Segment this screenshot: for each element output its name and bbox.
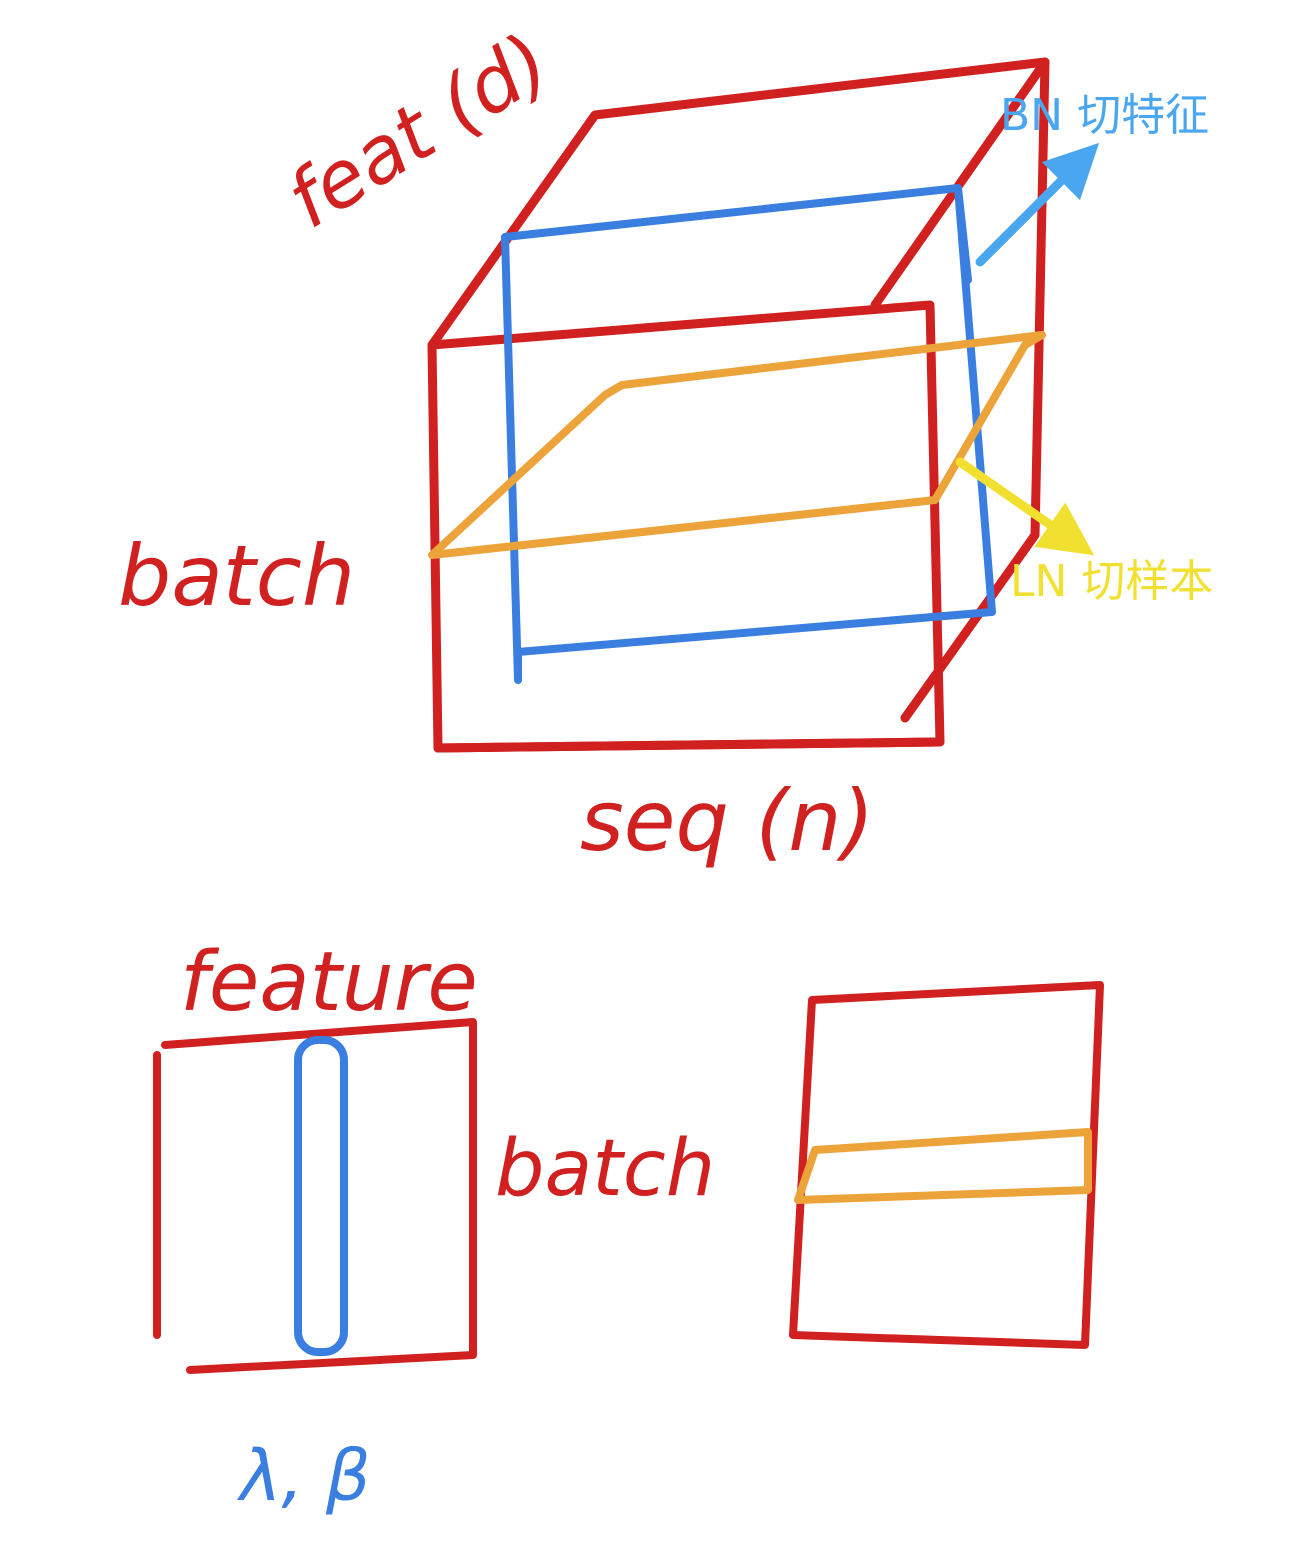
ln-arrow xyxy=(955,457,1095,556)
bn-annotation: BN 切特征 xyxy=(1000,90,1209,141)
cube-ln-slice xyxy=(428,331,1046,559)
matrix-ln-outline xyxy=(789,981,1104,1349)
ln-annotation: LN 切样本 xyxy=(1010,556,1213,607)
cube-bn-slice xyxy=(501,184,996,684)
matrix-bn-column xyxy=(294,1036,348,1356)
matrix-ln-row xyxy=(794,1128,1092,1204)
cube-top-face xyxy=(427,57,1050,350)
cube-label-seq: seq (n) xyxy=(580,772,874,870)
bn-arrow xyxy=(975,142,1100,267)
matrix-bn-label-batch: batch xyxy=(495,1124,715,1214)
cube-label-batch: batch xyxy=(118,527,355,625)
matrix-bn-label-params: λ, β xyxy=(236,1435,371,1517)
cube-base-line xyxy=(433,737,945,753)
matrix-bn-label-feature: feature xyxy=(180,935,478,1030)
matrix-bn: feature batch λ, β xyxy=(153,935,715,1517)
cube xyxy=(427,57,1050,753)
matrix-bn-outline xyxy=(153,1018,477,1374)
matrix-ln xyxy=(789,981,1104,1349)
